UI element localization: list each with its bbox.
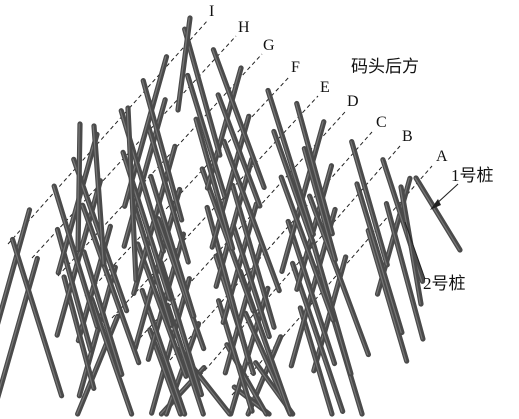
pile: [148, 173, 197, 320]
pile: [398, 184, 424, 307]
pile: [80, 202, 142, 366]
pile: [209, 113, 252, 250]
pile: [182, 26, 223, 158]
pile: [91, 123, 107, 267]
pile: [9, 236, 65, 399]
pile: [210, 47, 267, 191]
pile: [175, 15, 193, 113]
pile: [294, 100, 335, 237]
pile: [0, 207, 33, 325]
pile: [140, 78, 185, 223]
pile: [230, 222, 272, 340]
row-label-b: B: [402, 128, 413, 145]
pile: [265, 87, 316, 237]
pile: [75, 121, 83, 253]
pile: [76, 264, 118, 399]
pile: [51, 183, 100, 330]
row-label-g: G: [263, 37, 275, 54]
leader-lines: [404, 183, 459, 280]
row-label-i: I: [209, 3, 215, 20]
guide-line-row-c: [169, 131, 373, 361]
pile: [229, 182, 277, 330]
pile: [349, 139, 390, 268]
pile: [354, 181, 405, 336]
pile: [185, 72, 228, 200]
pile: [149, 276, 192, 416]
pile: [135, 241, 189, 379]
pile: [221, 138, 282, 294]
pile: [129, 195, 175, 328]
row-label-a: A: [436, 148, 448, 165]
pile: [81, 249, 125, 378]
pile-1-label: 1号桩: [451, 166, 494, 185]
pile: [125, 105, 139, 283]
pile-2-label: 2号桩: [423, 274, 466, 293]
pile: [215, 92, 263, 209]
pile: [301, 145, 338, 263]
pile: [383, 201, 426, 342]
pile: [290, 260, 346, 414]
row-label-f: F: [291, 59, 300, 76]
pile: [413, 175, 463, 253]
pile: [0, 255, 40, 400]
pile: [145, 122, 191, 265]
pile: [271, 128, 316, 245]
pile: [365, 227, 410, 364]
row-label-h: H: [238, 19, 250, 36]
pile: [285, 218, 338, 367]
pile: [306, 193, 372, 358]
row-label-c: C: [376, 114, 387, 131]
row-label-d: D: [347, 93, 359, 110]
pile: [139, 287, 188, 417]
piles: [0, 15, 463, 417]
leader-pile-2: [404, 221, 426, 280]
guide-line-row-f: [84, 75, 291, 297]
pile: [193, 116, 236, 252]
pile: [155, 216, 207, 352]
row-label-e: E: [320, 79, 330, 96]
arrowhead-pile-1: [430, 199, 441, 210]
pile: [89, 296, 135, 417]
guide-line-row-i: [7, 19, 209, 245]
wharf-rear-label: 码头后方: [351, 57, 419, 76]
pile: [278, 174, 336, 323]
